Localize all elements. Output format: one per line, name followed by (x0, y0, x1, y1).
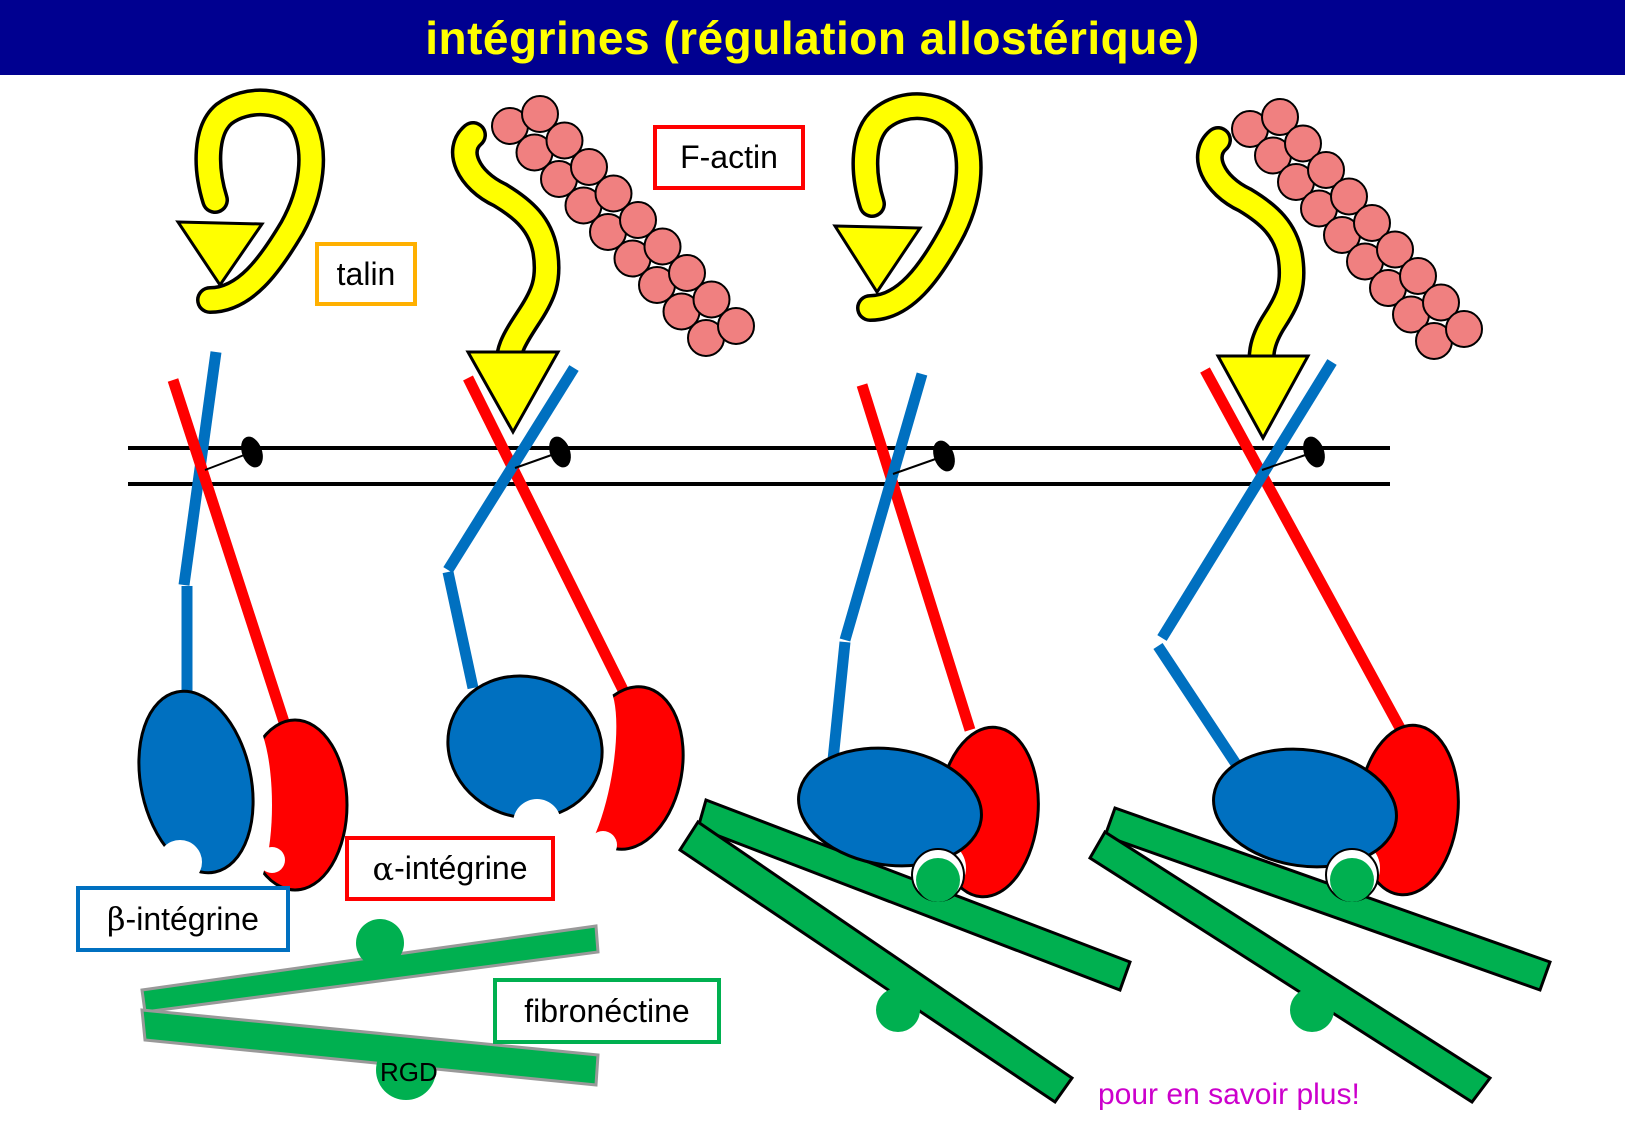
talin-folded (175, 88, 326, 314)
actin-monomer (717, 307, 755, 345)
fibronectin-label: fibronéctine (493, 978, 721, 1044)
beta-subunit-leg (1153, 359, 1337, 774)
alpha-integrin-label-text: -intégrine (394, 850, 528, 886)
beta-symbol: β (107, 900, 126, 938)
integrin-state-inactive (137, 88, 600, 1100)
talin-extended (450, 121, 561, 436)
beta-subunit-leg (827, 372, 928, 761)
fibronectin-label-text: fibronéctine (524, 992, 690, 1029)
beta-integrin-label: β-intégrine (76, 886, 290, 952)
integrin-state-active (1087, 98, 1552, 1105)
actin-monomer (1422, 283, 1460, 322)
actin-monomer (1307, 151, 1345, 189)
rgd-motif (1290, 988, 1334, 1032)
transmembrane-link (892, 440, 955, 475)
beta-head (797, 746, 983, 902)
actin-monomer (643, 227, 682, 266)
actin-monomer (1261, 98, 1299, 136)
actin-monomer (1330, 177, 1368, 216)
title-bar: intégrines (régulation allostérique) (0, 0, 1625, 75)
rgd-bound (916, 858, 960, 902)
beta-head (137, 689, 255, 884)
rgd-motif-top (356, 919, 404, 967)
actin-monomer (1353, 204, 1391, 242)
alpha-subunit-leg (167, 378, 290, 724)
alpha-subunit-leg (1200, 367, 1405, 731)
talin-extended (1195, 126, 1311, 442)
fibronectin-bound (1087, 806, 1552, 1105)
alpha-subunit-leg (463, 375, 632, 701)
rgd-bound (1330, 858, 1374, 902)
talin-folded (832, 92, 983, 322)
actin-monomer (668, 254, 706, 292)
more-info-link[interactable]: pour en savoir plus! (1098, 1078, 1360, 1111)
factin-label: F-actin (653, 125, 805, 190)
alpha-integrin-label: α-intégrine (345, 836, 555, 901)
actin-monomer (1376, 230, 1414, 269)
rgd-motif (876, 988, 920, 1032)
actin-monomer (521, 95, 559, 133)
talin-label: talin (315, 242, 417, 306)
transmembrane-link (514, 436, 571, 469)
actin-monomer (570, 148, 608, 186)
alpha-symbol: α (372, 849, 395, 888)
actin-monomer (1399, 257, 1437, 295)
beta-subunit-leg (178, 351, 222, 710)
integrin-state-priming (442, 95, 755, 861)
talin-label-text: talin (336, 255, 396, 292)
transmembrane-link (1261, 436, 1325, 471)
rgd-motif-bottom (376, 1040, 436, 1100)
beta-head (446, 674, 604, 847)
fibronectin-free (140, 919, 600, 1100)
actin-filament (1231, 98, 1483, 360)
beta-head (1212, 747, 1398, 902)
alpha-subunit-leg (856, 383, 976, 732)
actin-monomer (594, 174, 633, 213)
actin-monomer (692, 280, 731, 319)
actin-filament (491, 95, 755, 357)
actin-monomer (619, 201, 657, 239)
fibronectin-bound (677, 798, 1132, 1105)
rgd-label: RGD (380, 1057, 438, 1087)
integrin-state-extended-bound (677, 92, 1132, 1105)
slide-title: intégrines (régulation allostérique) (425, 11, 1200, 64)
actin-monomer (1284, 124, 1322, 163)
factin-label-text: F-actin (680, 139, 778, 175)
beta-integrin-label-text: -intégrine (125, 900, 259, 937)
actin-monomer (545, 121, 584, 160)
beta-subunit-leg (442, 365, 579, 690)
actin-monomer (1445, 310, 1483, 348)
transmembrane-link (204, 436, 263, 471)
